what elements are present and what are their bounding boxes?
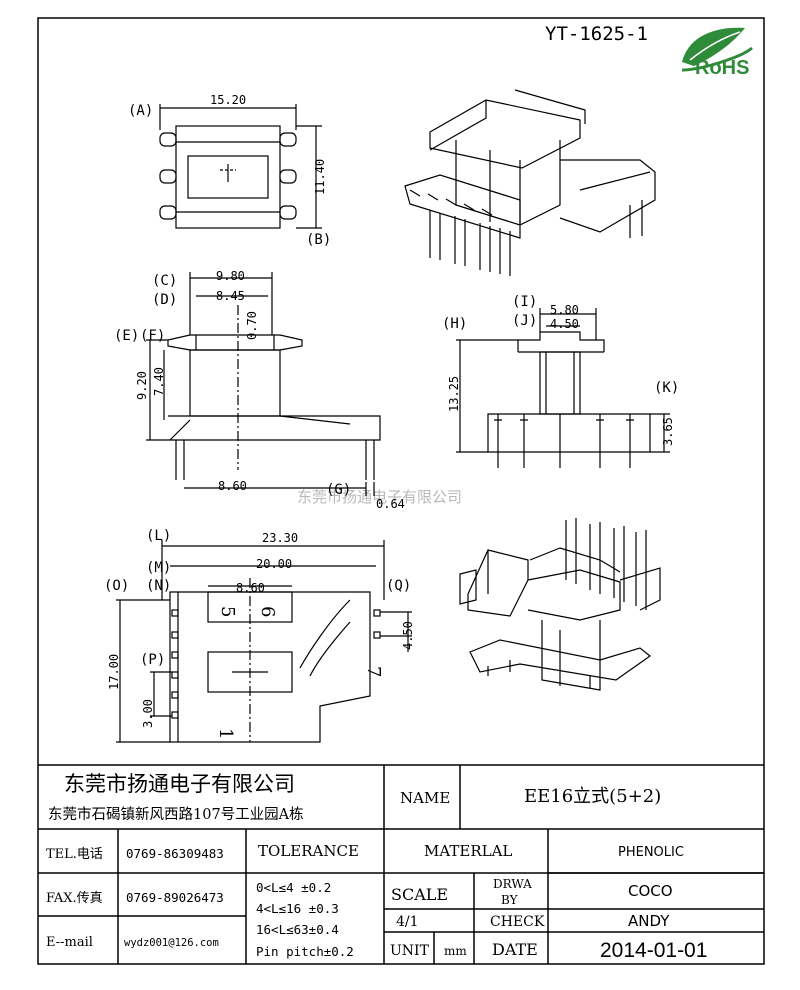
label-p: (P) xyxy=(140,652,165,668)
dim-a: 15.20 xyxy=(210,93,246,107)
bottom-view xyxy=(116,540,412,743)
sheet-border xyxy=(37,17,765,965)
fax-value: 0769-89026473 xyxy=(126,890,224,905)
dim-f: 7.40 xyxy=(152,367,166,396)
dim-g2: 0.64 xyxy=(376,497,405,511)
dim-e: 9.20 xyxy=(135,371,149,400)
tolerance-line-3: 16<L≤63±0.4 xyxy=(256,922,339,937)
scale-label: SCALE xyxy=(391,885,448,904)
dim-c: 9.80 xyxy=(216,269,245,283)
dim-flange: 0.70 xyxy=(245,311,259,340)
label-i: (I) xyxy=(512,294,537,310)
by-label: BY xyxy=(501,893,519,907)
end-view xyxy=(456,308,670,468)
tel-value: 0769-86309483 xyxy=(126,846,224,861)
drwa-value: COCO xyxy=(628,882,673,900)
label-e: (E) xyxy=(114,328,139,344)
title-block-grid xyxy=(38,764,764,964)
rohs-label: RoHS xyxy=(695,57,749,79)
dim-n: 8.60 xyxy=(236,581,265,595)
isometric-view-top xyxy=(404,89,656,276)
dim-k: 3.65 xyxy=(661,417,675,446)
side-view xyxy=(146,272,381,496)
tolerance-line-4: Pin pitch±0.2 xyxy=(256,944,354,959)
tolerance-label: TOLERANCE xyxy=(258,842,359,860)
tolerance-line-1: 0<L≤4 ±0.2 xyxy=(256,880,331,895)
dim-d: 8.45 xyxy=(216,289,245,303)
dim-g: 8.60 xyxy=(218,479,247,493)
drwa-label: DRWA xyxy=(493,877,532,891)
label-k: (K) xyxy=(654,380,679,396)
dim-h: 13.25 xyxy=(447,376,461,412)
dim-m: 20.00 xyxy=(256,557,292,571)
fax-label: FAX.传真 xyxy=(46,891,103,906)
name-label: NAME xyxy=(400,789,450,807)
tolerance-line-2: 4<L≤16 ±0.3 xyxy=(256,901,339,916)
pin-1-label: 1 xyxy=(215,728,236,739)
label-h: (H) xyxy=(442,316,467,332)
dim-l: 23.30 xyxy=(262,531,298,545)
dim-j: 4.50 xyxy=(550,317,579,331)
material-value: PHENOLIC xyxy=(618,845,684,860)
company-address: 东莞市石碣镇新风西路107号工业园A栋 xyxy=(48,805,304,823)
email-label: E--mail xyxy=(46,935,93,950)
rohs-logo: RoHS xyxy=(681,27,753,79)
label-c: (C) xyxy=(152,273,177,289)
dim-q: 4.50 xyxy=(401,621,415,650)
isometric-view-bottom xyxy=(459,518,661,691)
label-n: (N) xyxy=(146,578,171,594)
tel-label: TEL.电话 xyxy=(46,847,103,862)
label-b: (B) xyxy=(306,232,331,248)
part-number: YT-1625-1 xyxy=(545,23,648,45)
watermark: 东莞市扬通电子有限公司 xyxy=(297,488,462,506)
label-o: (O) xyxy=(104,578,129,594)
label-l: (L) xyxy=(146,528,171,544)
check-label: CHECK xyxy=(490,914,545,930)
label-m: (M) xyxy=(146,560,171,576)
pin-7-label: 7 xyxy=(363,666,384,677)
top-view xyxy=(159,104,322,229)
date-value: 2014-01-01 xyxy=(600,939,707,962)
email-value: wydz001@126.com xyxy=(124,937,219,949)
unit-value: mm xyxy=(444,944,467,958)
label-g: (G) xyxy=(326,482,351,498)
unit-label: UNIT xyxy=(390,943,430,959)
company-name: 东莞市扬通电子有限公司 xyxy=(64,772,295,796)
product-name: EE16立式(5+2) xyxy=(524,786,661,807)
pin-5-label: 5 xyxy=(217,606,238,617)
dim-o: 17.00 xyxy=(107,654,121,690)
pin-6-label: 6 xyxy=(257,606,278,617)
date-label: DATE xyxy=(492,940,538,959)
check-value: ANDY xyxy=(628,912,670,930)
scale-value: 4/1 xyxy=(396,914,419,930)
label-j: (J) xyxy=(512,313,537,329)
label-f: (F) xyxy=(140,328,165,344)
label-a: (A) xyxy=(128,103,153,119)
label-d: (D) xyxy=(152,292,177,308)
label-q: (Q) xyxy=(386,578,411,594)
dim-i: 5.80 xyxy=(550,303,579,317)
material-label: MATERLAL xyxy=(424,842,512,860)
dim-b: 11.40 xyxy=(313,159,327,195)
dim-p: 3.00 xyxy=(141,699,155,728)
